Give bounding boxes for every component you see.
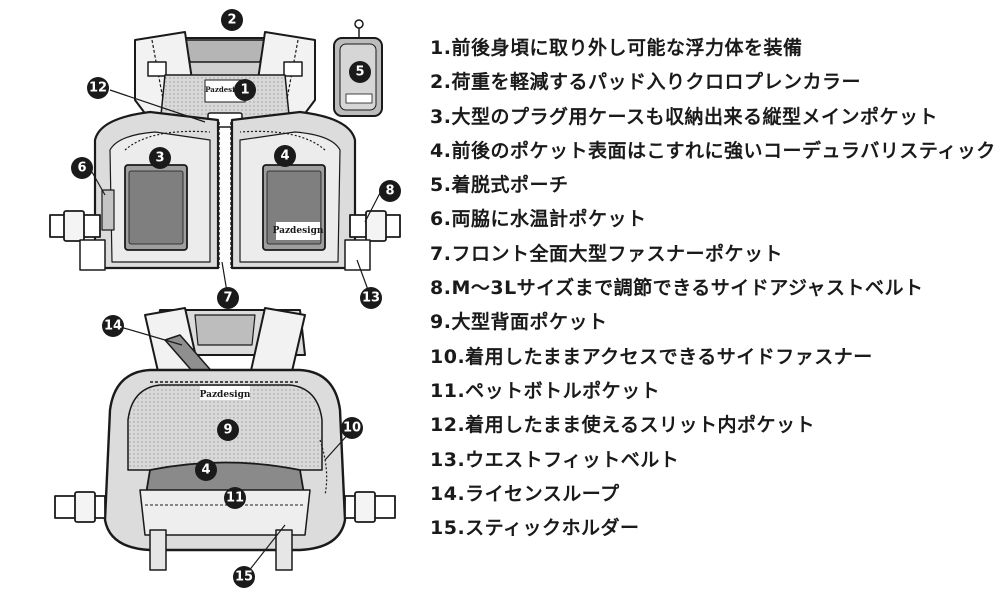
feature-item-3: 3.大型のプラグ用ケースも収納出来る縦型メインポケット [430,105,938,128]
callout-12: 12 [87,77,109,99]
feature-item-13: 13.ウエストフィットベルト [430,448,680,471]
svg-text:15: 15 [235,570,253,585]
feature-item-10: 10.着用したままアクセスできるサイドファスナー [430,345,873,368]
svg-text:9: 9 [223,423,232,438]
svg-text:6: 6 [77,161,86,176]
callout-15: 15 [233,566,255,588]
feature-item-8: 8.M～3Lサイズまで調節できるサイドアジャストベルト [430,277,924,300]
callout-11: 11 [224,487,246,509]
svg-text:1: 1 [240,83,249,98]
callout-10: 10 [341,417,363,439]
svg-text:5: 5 [355,65,364,80]
callout-5: 5 [349,61,371,83]
feature-item-12: 12.着用したまま使えるスリット内ポケット [430,414,816,437]
feature-item-7: 7.フロント全面大型ファスナーポケット [430,242,783,265]
svg-text:3: 3 [155,151,164,166]
callout-6: 6 [71,157,93,179]
feature-item-9: 9.大型背面ポケット [430,311,608,334]
feature-item-14: 14.ライセンスループ [430,482,620,505]
callout-13: 13 [360,287,382,309]
callout-8: 8 [379,180,401,202]
callout-4-front: 4 [274,145,296,167]
feature-item-11: 11.ペットボトルポケット [430,379,661,402]
svg-text:7: 7 [223,291,232,306]
front-view [49,31,401,271]
callout-14: 14 [102,315,124,337]
svg-text:4: 4 [280,149,289,164]
brand-logo-chest: Pazdesign [205,85,245,94]
brand-logo-front: Pazdesign [273,226,324,236]
feature-item-1: 1.前後身頃に取り外し可能な浮力体を装備 [430,37,803,59]
svg-text:12: 12 [89,81,107,96]
feature-item-4: 4.前後のポケット表面はこすれに強いコーデュラバリスティック [430,139,996,162]
svg-text:13: 13 [362,291,380,306]
svg-text:14: 14 [104,319,122,334]
svg-text:10: 10 [343,421,361,436]
feature-item-2: 2.荷重を軽減するパッド入りクロロプレンカラー [430,71,861,94]
feature-item-5: 5.着脱式ポーチ [430,174,569,197]
svg-text:4: 4 [201,463,210,478]
callouts-front: 2 1 12 3 4 6 8 7 13 5 [71,9,401,309]
svg-text:11: 11 [226,491,244,506]
callout-9: 9 [217,419,239,441]
feature-item-15: 15.スティックホルダー [430,517,640,540]
svg-text:8: 8 [385,184,394,199]
callout-4-back: 4 [195,459,217,481]
callout-7: 7 [217,287,239,309]
feature-list: 1.前後身頃に取り外し可能な浮力体を装備 2.荷重を軽減するパッド入りクロロプレ… [430,33,996,547]
brand-logo-back: Pazdesign [200,390,251,400]
callouts-back: 14 9 10 4 11 15 [102,315,363,588]
svg-text:2: 2 [227,13,236,28]
feature-item-6: 6.両脇に水温計ポケット [430,208,647,231]
callout-2: 2 [221,9,243,31]
callout-1: 1 [234,79,256,101]
callout-3: 3 [149,147,171,169]
